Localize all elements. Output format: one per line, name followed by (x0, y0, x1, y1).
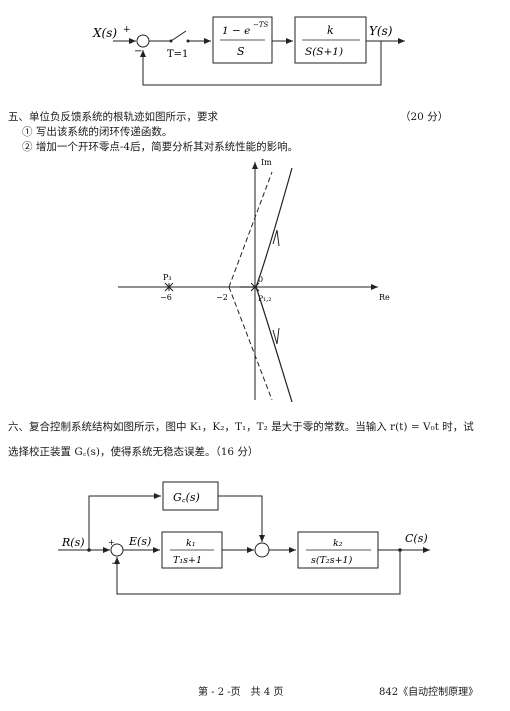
plant-block (294, 16, 367, 64)
origin-label: 0 (258, 275, 263, 284)
tick-minus-6: −6 (160, 293, 172, 302)
real-axis-label: Re (379, 293, 390, 302)
q6-line-2: 选择校正装置 G꜀(s)，使得系统无稳态误差。（16 分） (8, 446, 259, 458)
q5-points: （20 分） (400, 111, 449, 123)
input-label: X(s) (92, 26, 117, 40)
q5-title: 五、单位负反馈系统的根轨迹如图所示，要求 (8, 111, 218, 123)
k1-numerator: k₁ (186, 538, 196, 549)
zoh-denominator: S (237, 45, 245, 58)
k2-denominator: s(T₂s+1) (311, 555, 353, 566)
pole-p3-label: P₃ (163, 273, 172, 282)
feedback-path-3 (114, 550, 401, 595)
switch-label: T=1 (167, 49, 188, 60)
asymptote-upper (228, 171, 273, 288)
pole-p12-label: P₁,₂ (258, 294, 271, 303)
zoh-block (212, 16, 273, 64)
tick-minus-2: −2 (216, 293, 228, 302)
sampler-switch (170, 30, 187, 42)
asymptote-lower (228, 286, 273, 401)
summing-junction (136, 34, 150, 48)
k2-numerator: k₂ (333, 538, 343, 549)
zoh-numerator: 1 − e (222, 25, 250, 37)
q5-item-1: ① 写出该系统的闭环传递函数。 (22, 126, 173, 138)
page-number: 第 - 2 -页 共 4 页 (198, 687, 284, 698)
q6-line-1: 六、复合控制系统结构如图所示，图中 K₁，K₂，T₁，T₂ 是大于零的常数。当输… (8, 421, 474, 433)
locus-branch-upper (255, 167, 293, 288)
course-name: 842《自动控制原理》 (379, 687, 479, 698)
gc-label: G꜀(s) (173, 491, 200, 504)
output-label: Y(s) (369, 24, 393, 38)
plus-sign: + (123, 25, 131, 35)
plant-denominator: S(S+1) (305, 46, 343, 58)
root-locus-plot: Re Im P₃ −6 −2 0 P₁,₂ (118, 158, 390, 403)
feedback-path (140, 41, 382, 86)
summing-junction-2 (254, 542, 270, 558)
locus-branch-lower (255, 286, 293, 403)
k1-denominator: T₁s+1 (173, 555, 202, 566)
compound-control-diagram: R(s) G꜀(s) + − E(s) k₁ T₁s+1 k₂ s(T₂s+1)… (58, 481, 430, 595)
plant-numerator: k (327, 24, 334, 37)
minus-sign: − (134, 46, 142, 57)
feedforward-path (88, 493, 161, 550)
error-label: E(s) (128, 535, 151, 548)
sum1-minus: − (111, 559, 119, 569)
input-r-label: R(s) (61, 536, 85, 549)
output-c-label: C(s) (405, 532, 428, 545)
imag-axis-label: Im (261, 158, 272, 167)
zoh-exponent: −TS (253, 21, 269, 29)
sampled-system-diagram: X(s) + − T=1 1 − e −TS S k S(S+1) Y(s) (92, 16, 405, 86)
q5-item-2: ② 增加一个开环零点-4后，简要分析其对系统性能的影响。 (22, 141, 299, 153)
sum1-plus: + (108, 538, 115, 547)
